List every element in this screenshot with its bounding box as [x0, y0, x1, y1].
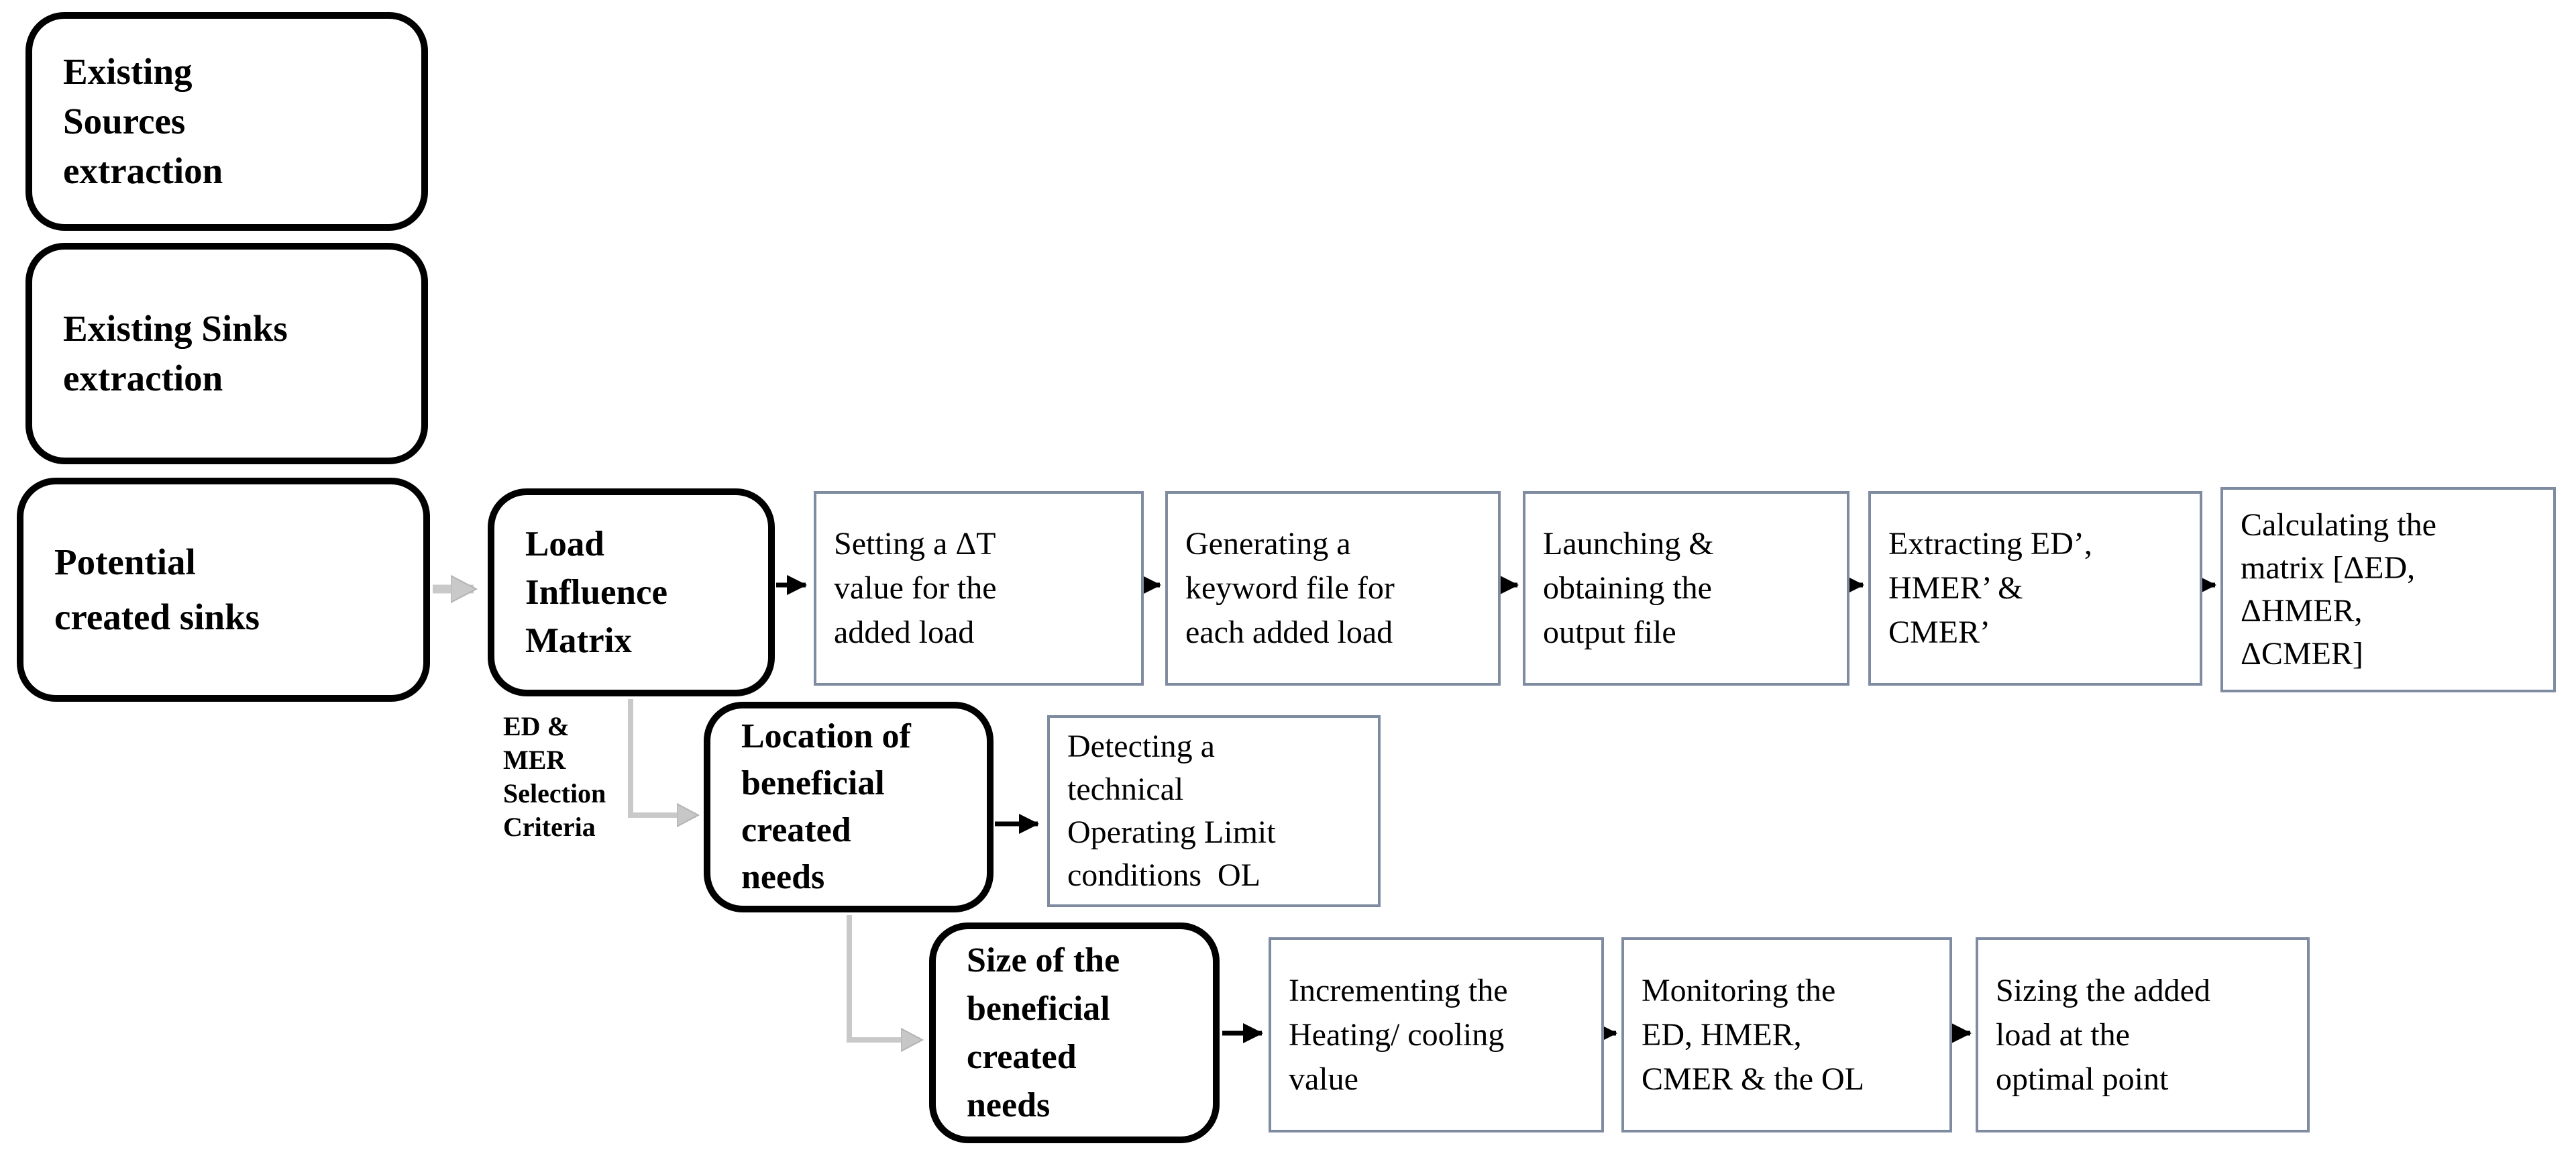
node-sizing-label: Sizing the added load at the optimal poi…: [1996, 972, 2210, 1097]
node-monitoring: Monitoring the ED, HMER, CMER & the OL: [1621, 937, 1952, 1132]
node-setting-dt-label: Setting a ΔT value for the added load: [834, 526, 997, 650]
node-existing-sources: Existing Sources extraction: [25, 12, 428, 231]
node-detecting-ol-label: Detecting a technical Operating Limit co…: [1067, 729, 1276, 893]
node-calculating-matrix-label: Calculating the matrix [ΔED, ΔHMER, ΔCME…: [2241, 507, 2436, 672]
node-existing-sinks: Existing Sinks extraction: [25, 243, 428, 464]
annotation-ed-mer-selection-criteria: ED & MER Selection Criteria: [503, 711, 606, 842]
node-potential-sinks: Potential created sinks: [17, 478, 430, 702]
node-existing-sources-label: Existing Sources extraction: [63, 51, 223, 191]
node-location-needs-label: Location of beneficial created needs: [741, 717, 911, 896]
node-size-needs-label: Size of the beneficial created needs: [967, 941, 1120, 1124]
node-calculating-matrix: Calculating the matrix [ΔED, ΔHMER, ΔCME…: [2220, 487, 2556, 692]
node-incrementing: Incrementing the Heating/ cooling value: [1269, 937, 1604, 1132]
elbow-location-to-size: [847, 915, 920, 1040]
node-detecting-ol: Detecting a technical Operating Limit co…: [1047, 715, 1381, 907]
node-load-influence-matrix: Load Influence Matrix: [488, 488, 775, 696]
node-launching-output: Launching & obtaining the output file: [1523, 491, 1849, 686]
node-sizing: Sizing the added load at the optimal poi…: [1976, 937, 2310, 1132]
node-incrementing-label: Incrementing the Heating/ cooling value: [1289, 972, 1508, 1097]
node-generating-keyword: Generating a keyword file for each added…: [1165, 491, 1501, 686]
node-load-influence-matrix-label: Load Influence Matrix: [525, 525, 667, 660]
node-existing-sinks-label: Existing Sinks extraction: [63, 308, 288, 399]
node-extracting: Extracting ED’, HMER’ & CMER’: [1868, 491, 2202, 686]
node-generating-keyword-label: Generating a keyword file for each added…: [1185, 526, 1395, 650]
node-potential-sinks-label: Potential created sinks: [54, 541, 260, 637]
node-launching-output-label: Launching & obtaining the output file: [1543, 526, 1714, 650]
elbow-lim-to-location: [628, 699, 696, 815]
node-monitoring-label: Monitoring the ED, HMER, CMER & the OL: [1642, 972, 1864, 1097]
node-size-needs: Size of the beneficial created needs: [929, 922, 1220, 1143]
node-setting-dt: Setting a ΔT value for the added load: [814, 491, 1144, 686]
node-location-needs: Location of beneficial created needs: [704, 702, 994, 912]
node-extracting-label: Extracting ED’, HMER’ & CMER’: [1888, 526, 2092, 650]
